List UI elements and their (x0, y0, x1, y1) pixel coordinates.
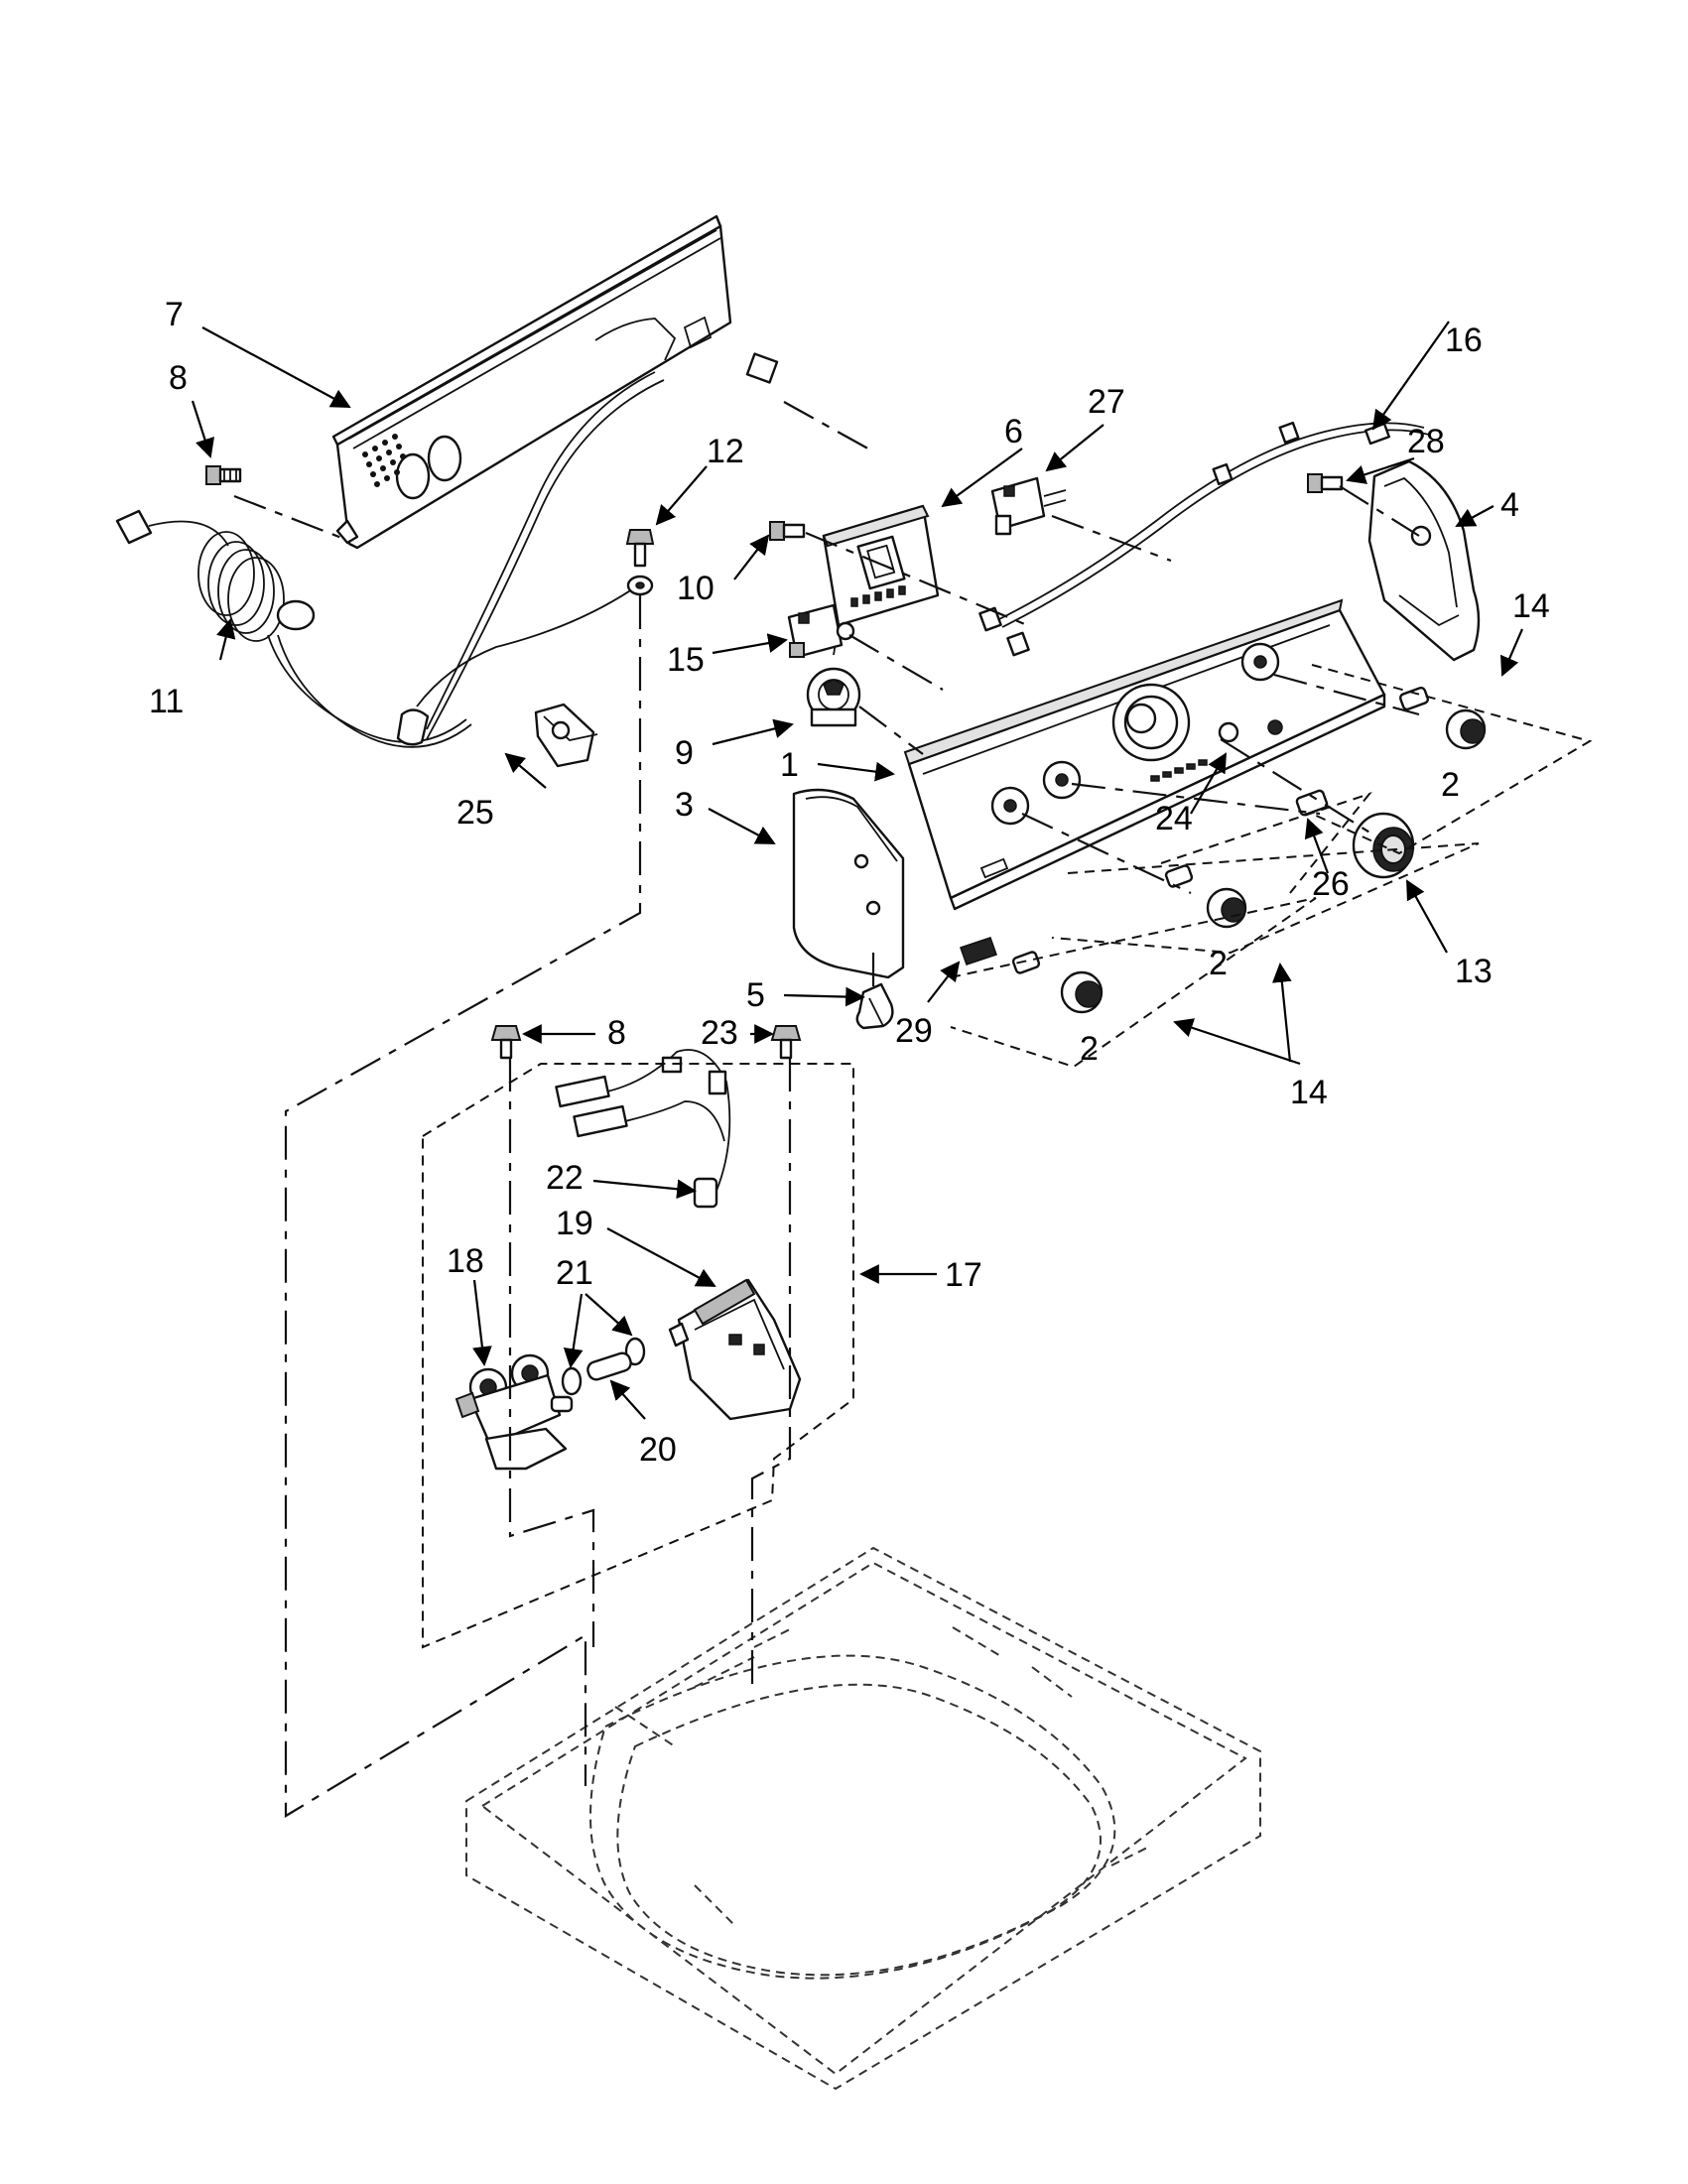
callout-10: 10 (677, 570, 714, 607)
callout-17: 17 (945, 1256, 982, 1294)
callout-19: 19 (556, 1205, 593, 1242)
callout-28: 28 (1407, 423, 1445, 460)
part-29-badge (960, 937, 997, 965)
assembly-leader-lines (233, 401, 1593, 1818)
callout-25: 25 (456, 794, 494, 832)
callout-1: 1 (780, 746, 799, 784)
callout-14-top: 14 (1512, 587, 1550, 625)
machine-base-outline (465, 1546, 1261, 2091)
part-4-right-end-cap (1367, 459, 1481, 662)
callout-23: 23 (701, 1014, 738, 1052)
part-12-ground-screw (625, 529, 655, 596)
part-1-console (903, 598, 1386, 911)
callout-8-lower: 8 (607, 1014, 626, 1052)
callout-8-top: 8 (169, 359, 188, 397)
callout-5: 5 (746, 976, 765, 1014)
callout-2-middle: 2 (1209, 945, 1228, 982)
callout-15: 15 (667, 641, 705, 679)
callout-20: 20 (639, 1431, 677, 1469)
part-3-left-end-cap (792, 788, 905, 979)
part-19-dispenser (668, 1278, 802, 1421)
callout-27: 27 (1088, 383, 1125, 421)
part-16-wire-harness (978, 421, 1430, 657)
callout-24: 24 (1155, 800, 1193, 837)
callout-12: 12 (707, 433, 744, 470)
part-26-stem (1295, 789, 1329, 817)
callout-26: 26 (1312, 865, 1350, 903)
callout-13: 13 (1455, 953, 1493, 990)
part-2-knob-right (1398, 686, 1487, 750)
part-25-clip (534, 703, 598, 768)
part-5-clip (855, 982, 894, 1030)
callout-14-bottom: 14 (1290, 1074, 1328, 1111)
part-8-screw-lower (490, 1025, 522, 1060)
part-20-hose (586, 1351, 632, 1381)
callout-labels: 7 8 12 11 25 6 27 16 28 4 14 10 15 9 1 3… (149, 296, 1550, 1469)
callout-21: 21 (556, 1254, 593, 1292)
part-6-control-board (822, 504, 940, 656)
part-2-knob-left (1011, 951, 1104, 1014)
callout-arrows (191, 321, 1524, 1420)
part-11-power-cord (115, 352, 779, 748)
callout-29: 29 (895, 1012, 933, 1050)
callout-9: 9 (675, 734, 694, 772)
callout-7: 7 (165, 296, 184, 333)
callout-16: 16 (1445, 321, 1483, 359)
part-10-screw (769, 521, 806, 541)
part-18-water-valve (454, 1353, 574, 1471)
callout-11: 11 (149, 683, 184, 720)
part-23-screw (770, 1025, 802, 1060)
callout-3: 3 (675, 786, 694, 824)
callout-6: 6 (1004, 413, 1023, 450)
callout-22: 22 (546, 1159, 584, 1197)
part-8-screw-top (205, 465, 242, 485)
part-28-screw (1307, 473, 1344, 493)
callout-4: 4 (1500, 486, 1519, 524)
callout-18: 18 (447, 1242, 484, 1280)
part-7-rear-panel (331, 214, 732, 550)
part-9-selector-switch (806, 667, 861, 727)
part-27-switch (990, 476, 1067, 536)
part-15-pressure-switch (787, 603, 855, 659)
callout-2-left: 2 (1080, 1030, 1099, 1068)
callout-2-right: 2 (1441, 766, 1460, 804)
part-2-knob-middle (1164, 864, 1247, 929)
